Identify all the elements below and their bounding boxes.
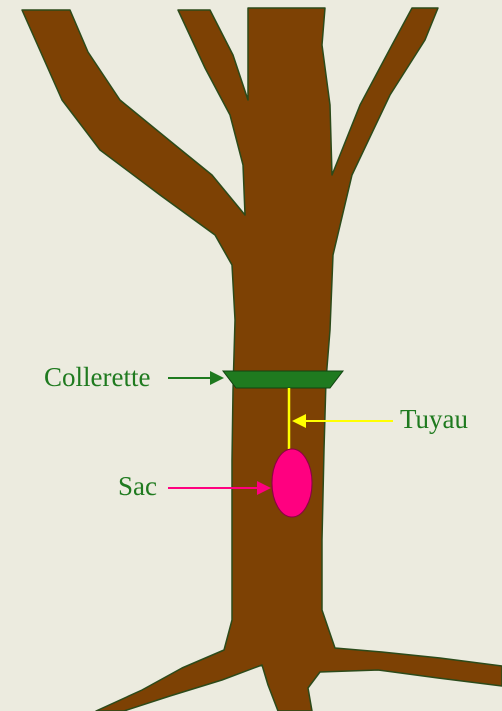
collar-arrow-head [210, 371, 224, 385]
bag-label: Sac [118, 471, 157, 501]
collar-shape [223, 371, 343, 388]
tube-label: Tuyau [400, 404, 469, 434]
collar-label: Collerette [44, 362, 150, 392]
bag-shape [272, 449, 312, 517]
tree-trunk [22, 8, 502, 711]
